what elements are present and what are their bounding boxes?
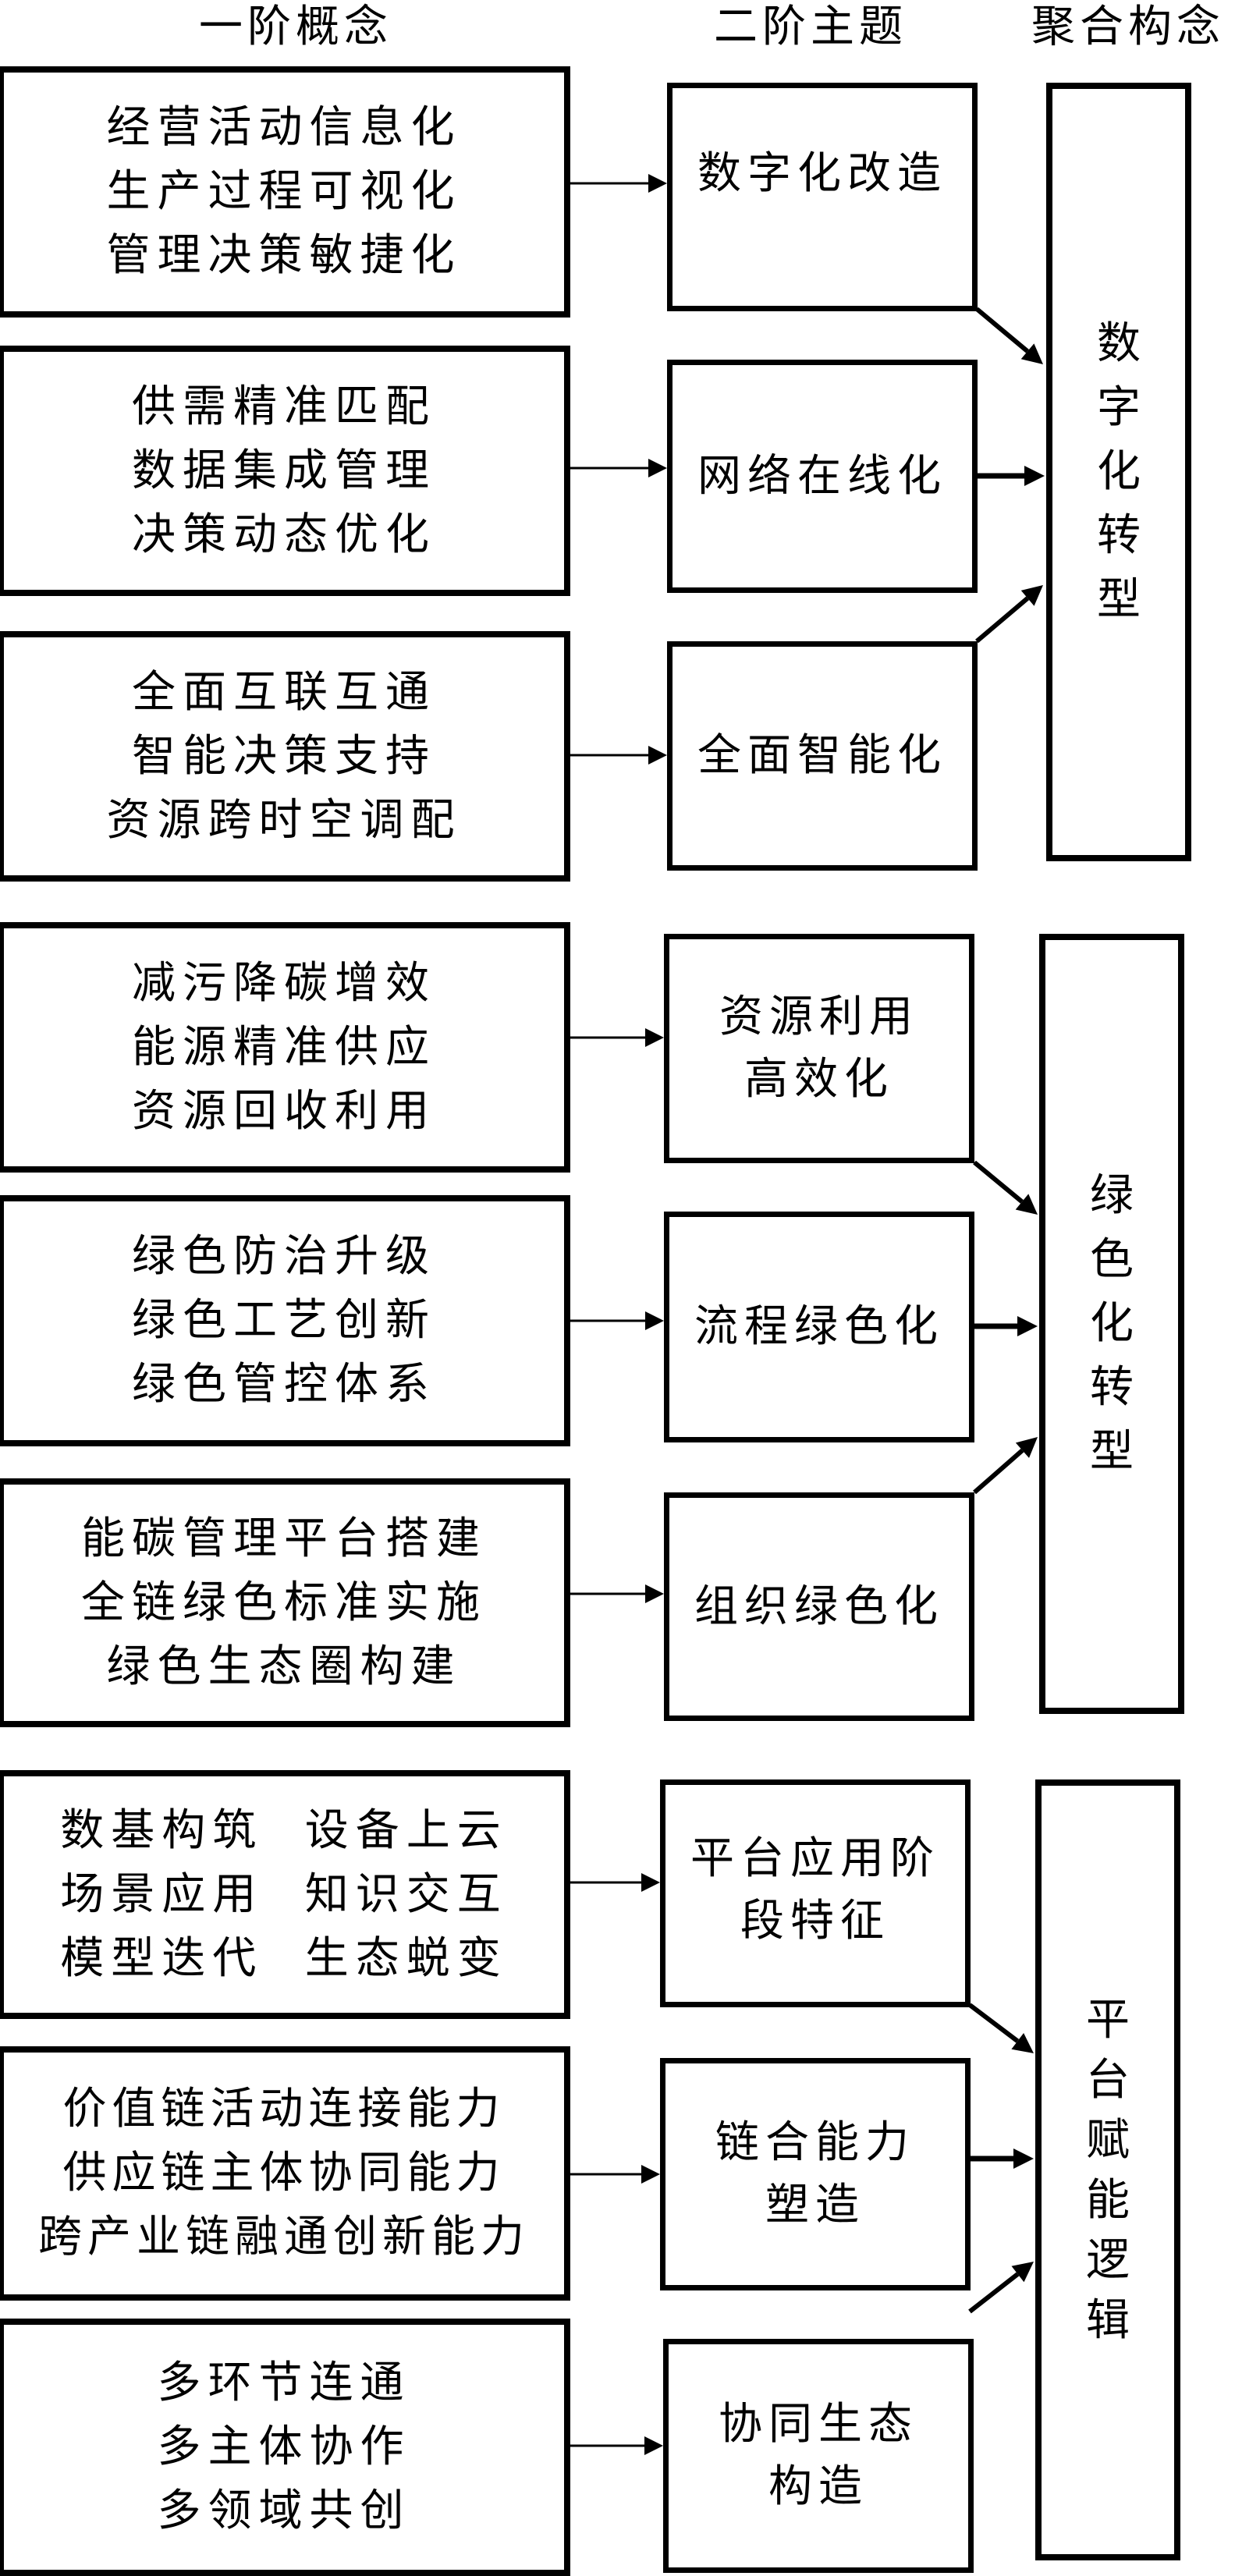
aggregate-char: 化 xyxy=(1090,1298,1134,1349)
concept-line: 全链绿色标准实施 xyxy=(81,1577,487,1628)
theme-to-aggregate-arrow xyxy=(975,307,1043,364)
theme-to-aggregate-arrow xyxy=(974,1316,1038,1336)
concept-to-theme-arrow xyxy=(570,1311,664,1330)
theme-line: 高效化 xyxy=(744,1054,894,1105)
header-aggregate-dimensions: 聚合构念 xyxy=(1031,2,1225,52)
concept-to-theme-arrow xyxy=(570,459,667,477)
second-order-theme-box: 全面智能化 xyxy=(667,641,978,871)
aggregate-char: 转 xyxy=(1097,510,1141,561)
theme-to-aggregate-arrow xyxy=(973,1160,1038,1215)
concept-line: 供应链主体协同能力 xyxy=(62,2148,506,2198)
first-order-concept-box: 多环节连通 多主体协作 多领域共创 xyxy=(0,2319,570,2576)
theme-to-aggregate-arrow xyxy=(970,2148,1034,2169)
aggregate-char: 赋 xyxy=(1086,2114,1130,2166)
concept-to-theme-arrow xyxy=(570,1028,664,1047)
theme-line: 全面智能化 xyxy=(697,730,947,781)
theme-to-aggregate-arrow xyxy=(975,585,1043,644)
concept-line: 绿色生态圈构建 xyxy=(106,1641,462,1692)
concept-line: 价值链活动连接能力 xyxy=(62,2084,506,2134)
second-order-theme-box: 数字化改造 xyxy=(667,83,978,311)
theme-line: 网络在线化 xyxy=(697,450,947,502)
concept-line: 场景应用 知识交互 xyxy=(60,1868,508,1920)
concept-line: 绿色工艺创新 xyxy=(132,1295,436,1346)
second-order-theme-box: 流程绿色化 xyxy=(664,1212,974,1442)
theme-to-aggregate-arrow xyxy=(968,2003,1034,2053)
concept-line: 经营活动信息化 xyxy=(106,102,462,153)
second-order-theme-box: 组织绿色化 xyxy=(664,1492,974,1721)
aggregate-dimension-box: 平 台 赋 能 逻 辑 xyxy=(1035,1779,1180,2560)
concept-line: 数据集成管理 xyxy=(132,445,436,496)
concept-line: 多领域共创 xyxy=(157,2486,411,2536)
concept-to-theme-arrow xyxy=(570,2165,660,2184)
theme-to-aggregate-arrow xyxy=(968,2262,1034,2314)
concept-line: 模型迭代 生态蜕变 xyxy=(60,1932,508,1984)
concept-line: 跨产业链融通创新能力 xyxy=(38,2212,530,2262)
theme-to-aggregate-arrow xyxy=(978,466,1045,486)
concept-line: 生产过程可视化 xyxy=(106,166,462,217)
concept-line: 多环节连通 xyxy=(157,2358,411,2408)
concept-line: 绿色防治升级 xyxy=(132,1231,436,1282)
first-order-concept-box: 供需精准匹配 数据集成管理 决策动态优化 xyxy=(0,346,570,596)
concept-line: 绿色管控体系 xyxy=(132,1359,436,1410)
second-order-theme-box: 链合能力 塑造 xyxy=(660,2058,971,2290)
aggregate-char: 能 xyxy=(1086,2174,1130,2226)
aggregate-char: 绿 xyxy=(1090,1170,1134,1221)
aggregate-dimension-box: 数 字 化 转 型 xyxy=(1046,83,1191,861)
concept-to-theme-arrow xyxy=(570,2436,663,2455)
aggregate-dimension-box: 绿 色 化 转 型 xyxy=(1039,934,1184,1714)
first-order-concept-box: 价值链活动连接能力 供应链主体协同能力 跨产业链融通创新能力 xyxy=(0,2046,570,2301)
aggregate-char: 台 xyxy=(1086,2054,1130,2106)
aggregate-char: 色 xyxy=(1090,1234,1134,1285)
first-order-concept-box: 能碳管理平台搭建 全链绿色标准实施 绿色生态圈构建 xyxy=(0,1478,570,1727)
theme-line: 平台应用阶 xyxy=(690,1833,940,1884)
theme-line: 资源利用 xyxy=(719,992,919,1042)
concept-to-theme-arrow xyxy=(570,1873,660,1892)
aggregate-char: 化 xyxy=(1097,446,1141,497)
concept-to-theme-arrow xyxy=(570,1584,664,1603)
aggregate-char: 平 xyxy=(1086,1994,1130,2046)
concept-to-theme-arrow xyxy=(570,174,667,193)
first-order-concept-box: 全面互联互通 智能决策支持 资源跨时空调配 xyxy=(0,631,570,882)
concept-line: 决策动态优化 xyxy=(132,509,436,560)
concept-line: 供需精准匹配 xyxy=(132,381,436,432)
concept-line: 多主体协作 xyxy=(157,2422,411,2472)
first-order-concept-box: 减污降碳增效 能源精准供应 资源回收利用 xyxy=(0,922,570,1173)
theme-line: 协同生态 xyxy=(719,2399,918,2450)
concept-line: 资源跨时空调配 xyxy=(106,794,462,846)
aggregate-char: 逻 xyxy=(1086,2234,1130,2286)
concept-line: 智能决策支持 xyxy=(132,730,436,782)
concept-line: 管理决策敏捷化 xyxy=(106,230,462,281)
theme-line: 链合能力 xyxy=(715,2117,915,2168)
theme-line: 塑造 xyxy=(765,2180,865,2230)
concept-line: 数基构筑 设备上云 xyxy=(60,1804,508,1856)
concept-line: 减污降碳增效 xyxy=(132,957,436,1009)
concept-line: 能碳管理平台搭建 xyxy=(81,1513,487,1564)
aggregate-char: 字 xyxy=(1097,382,1141,433)
second-order-theme-box: 平台应用阶 段特征 xyxy=(660,1779,971,2007)
theme-line: 段特征 xyxy=(740,1896,890,1946)
aggregate-char: 型 xyxy=(1097,574,1141,625)
concept-line: 全面互联互通 xyxy=(132,666,436,718)
aggregate-char: 转 xyxy=(1090,1362,1134,1413)
first-order-concept-box: 数基构筑 设备上云 场景应用 知识交互 模型迭代 生态蜕变 xyxy=(0,1770,570,2019)
concept-line: 能源精准供应 xyxy=(132,1021,436,1073)
aggregate-char: 辑 xyxy=(1086,2294,1130,2346)
concept-line: 资源回收利用 xyxy=(132,1085,436,1137)
header-first-order-concepts: 一阶概念 xyxy=(199,2,392,52)
theme-line: 流程绿色化 xyxy=(694,1301,944,1352)
second-order-theme-box: 资源利用 高效化 xyxy=(664,934,974,1163)
theme-line: 组织绿色化 xyxy=(694,1581,944,1632)
second-order-theme-box: 网络在线化 xyxy=(667,360,978,593)
theme-line: 构造 xyxy=(768,2461,868,2512)
header-second-order-themes: 二阶主题 xyxy=(714,2,907,52)
theme-line: 数字化改造 xyxy=(697,148,947,199)
first-order-concept-box: 经营活动信息化 生产过程可视化 管理决策敏捷化 xyxy=(0,66,570,318)
aggregate-char: 数 xyxy=(1097,318,1141,369)
theme-to-aggregate-arrow xyxy=(973,1437,1038,1495)
first-order-concept-box: 绿色防治升级 绿色工艺创新 绿色管控体系 xyxy=(0,1195,570,1446)
second-order-theme-box: 协同生态 构造 xyxy=(663,2339,974,2573)
aggregate-char: 型 xyxy=(1090,1426,1134,1477)
concept-to-theme-arrow xyxy=(570,746,667,765)
